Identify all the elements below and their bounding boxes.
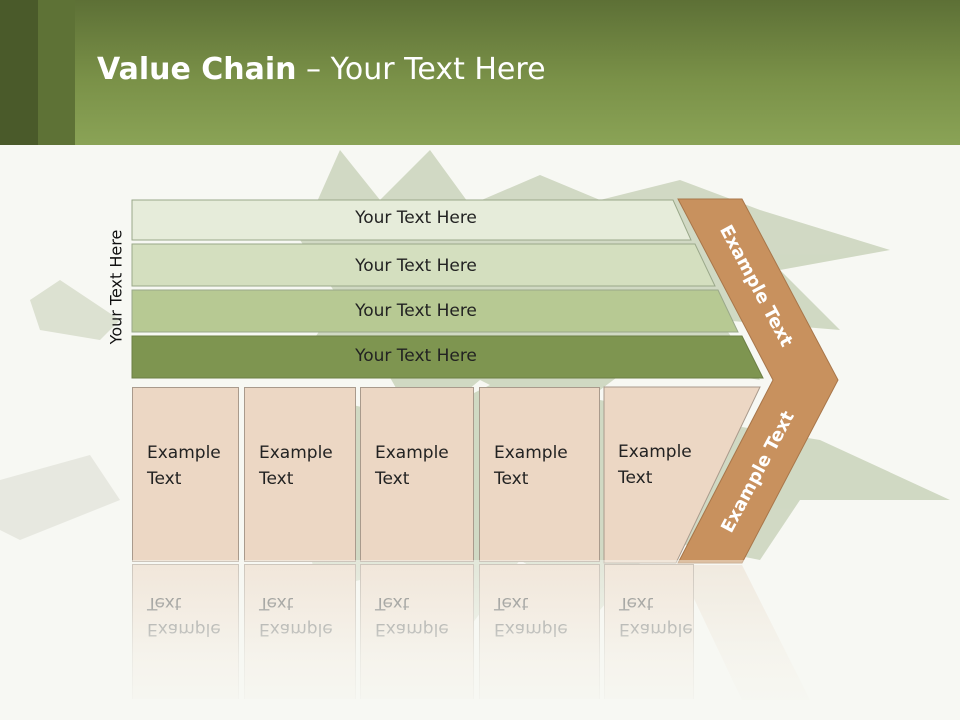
band-2 <box>131 243 716 287</box>
box-line2: Text <box>259 469 294 489</box>
band-1-label: Your Text Here <box>355 208 477 228</box>
box-line1: Example <box>375 443 449 463</box>
band-3-label: Your Text Here <box>355 301 477 321</box>
box-line2: Text <box>618 468 653 488</box>
box-line2: Text <box>375 469 410 489</box>
title-bold: Value Chain <box>97 52 297 87</box>
box-line1: Example <box>618 442 692 462</box>
reflection-fade <box>120 560 860 720</box>
box-line1: Example <box>147 443 221 463</box>
box-line2: Text <box>147 469 182 489</box>
title-rest: – Your Text Here <box>296 52 546 87</box>
box-line2: Text <box>494 469 529 489</box>
band-1 <box>131 199 692 241</box>
slide-title: Value Chain – Your Text Here <box>97 52 546 87</box>
box-line1: Example <box>494 443 568 463</box>
header-accent-strip <box>0 0 38 145</box>
band-4 <box>131 335 764 379</box>
band-3 <box>131 289 739 333</box>
header-banner <box>0 0 960 145</box>
band-4-label: Your Text Here <box>355 346 477 366</box>
box-line1: Example <box>259 443 333 463</box>
header-accent-strip <box>38 0 75 145</box>
band-2-label: Your Text Here <box>355 256 477 276</box>
